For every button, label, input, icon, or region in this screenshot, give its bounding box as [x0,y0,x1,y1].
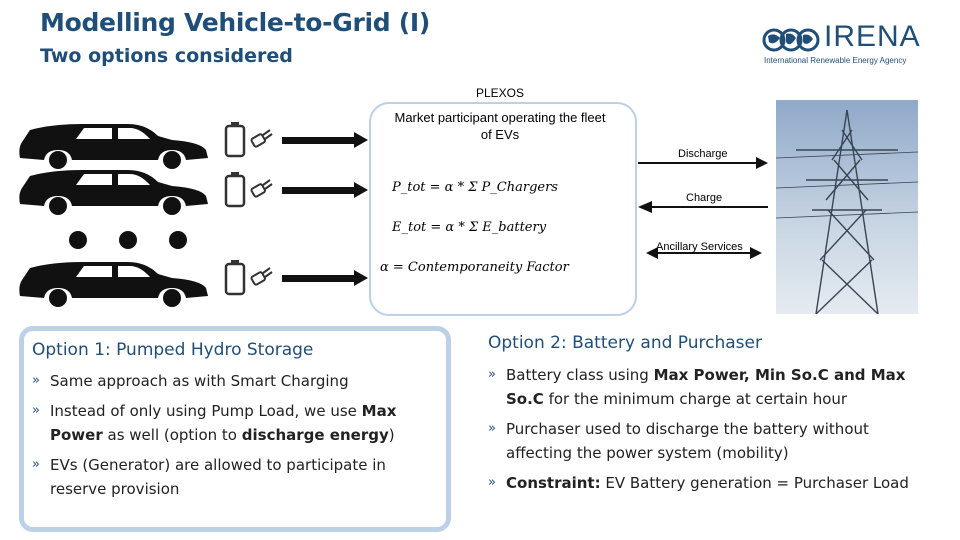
car-icon [19,262,209,307]
bullet-text: Same approach as with Smart Charging [50,372,349,390]
option2-title: Option 2: Battery and Purchaser [488,333,762,353]
bullet-text: Battery class using [506,366,654,384]
bullet-bold: Max Power, Min So.C and Max So.C [506,366,906,408]
page-title: Modelling Vehicle-to-Grid (I) [40,8,431,37]
option1-panel [19,326,451,532]
transmission-tower-photo [776,100,918,314]
ev-fleet-graphic [19,122,368,307]
bullet-bold: Constraint: [506,474,601,492]
list-item: » Constraint: EV Battery generation = Pur… [488,471,932,495]
arrow-right-icon [282,270,368,286]
bullet-text: EV Battery generation = Purchaser Load [600,474,909,492]
battery-icon [224,122,246,158]
chevron-right-icon: » [32,403,40,418]
chevron-right-icon: » [488,367,496,382]
page-subtitle: Two options considered [40,45,293,67]
charge-label: Charge [686,192,723,204]
list-item: » Battery class using Max Power, Min So.C… [488,363,932,411]
list-item: » EVs (Generator) are allowed to particip… [32,453,432,501]
list-item: » Same approach as with Smart Charging [32,369,432,393]
ellipsis-dot [169,231,187,249]
plug-icon [250,179,273,198]
plexos-label: PLEXOS [475,86,525,100]
car-icon [19,124,209,169]
formula-energy: E_tot = α * Σ E_battery [392,220,547,235]
ellipsis-dot [119,231,137,249]
battery-icon [224,172,246,208]
bullet-text: for the minimum charge at certain hour [543,390,848,408]
car-icon [19,170,209,215]
option1-title: Option 1: Pumped Hydro Storage [32,340,314,360]
plug-icon [250,129,273,148]
option2-bullets: » Battery class using Max Power, Min So.C… [488,363,932,501]
bullet-text: as well (option to [102,426,242,444]
bullet-bold: discharge energy [241,426,389,444]
ellipsis-dot [69,231,87,249]
chevron-right-icon: » [32,457,40,472]
plexos-box [369,102,637,316]
chevron-right-icon: » [488,421,496,436]
list-item: » Purchaser used to discharge the battery… [488,417,932,465]
globe-logo-icon [762,28,820,52]
plug-icon [250,267,273,286]
plexos-description: Market participant operating the fleet o… [394,110,606,142]
bullet-bold: Max Power [50,402,397,444]
grid-arrows [638,157,768,259]
battery-icon [224,260,246,296]
bullet-text: Purchaser used to discharge the battery … [506,420,869,462]
irena-logo: IRENA International Renewable Energy Age… [762,20,932,68]
logo-tagline: International Renewable Energy Agency [764,56,907,65]
arrow-double-icon [646,247,762,259]
option1-bullets: » Same approach as with Smart Charging » I… [32,369,432,507]
logo-wordmark: IRENA [824,20,921,53]
list-item: » Instead of only using Pump Load, we use… [32,399,432,447]
bullet-text: Instead of only using Pump Load, we use [50,402,362,420]
bullet-text: EVs (Generator) are allowed to participa… [50,456,386,498]
chevron-right-icon: » [488,475,496,490]
arrow-right-icon [282,132,368,148]
bullet-text: ) [388,426,395,444]
discharge-label: Discharge [678,148,728,160]
chevron-right-icon: » [32,373,40,388]
arrow-right-icon [282,182,368,198]
ancillary-services-label: Ancillary Services [656,241,743,253]
formula-alpha: α = Contemporaneity Factor [380,260,569,275]
arrow-right-icon [638,157,768,169]
formula-power: P_tot = α * Σ P_Chargers [392,180,558,195]
arrow-left-icon [638,201,768,213]
